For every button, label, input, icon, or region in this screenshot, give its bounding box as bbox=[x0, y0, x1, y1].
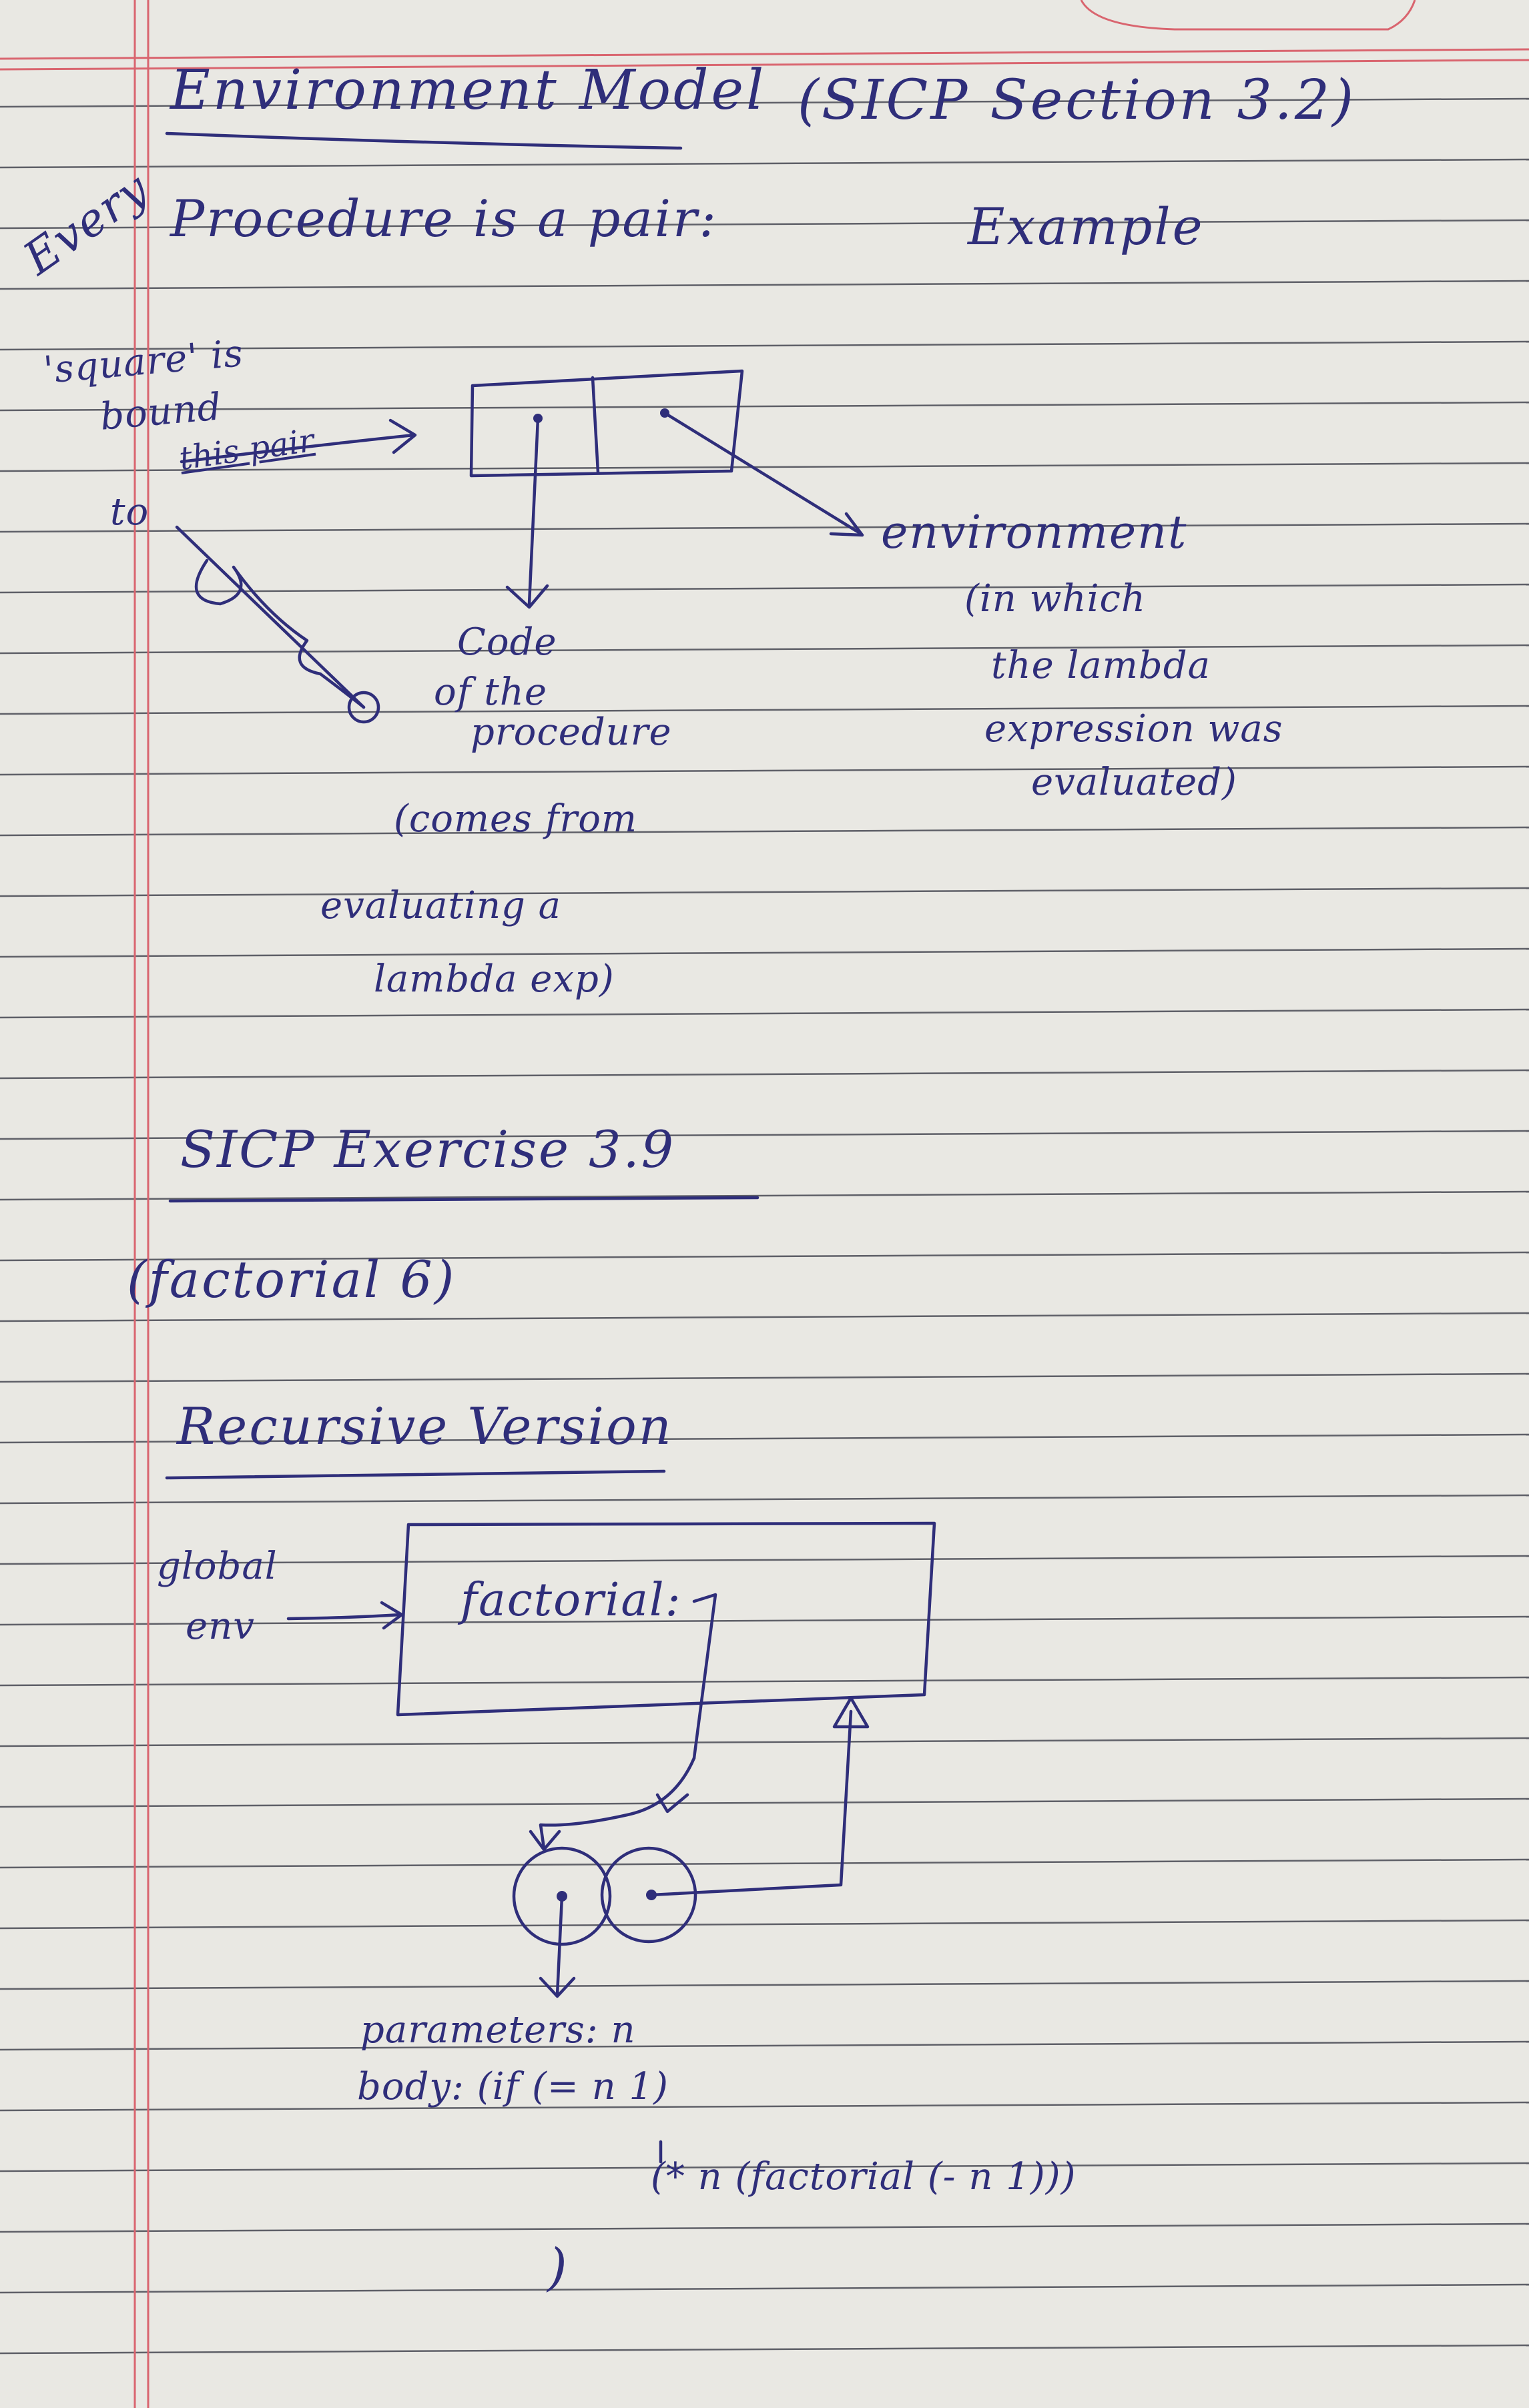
code-label-line2: of the bbox=[434, 671, 547, 714]
subheading-recursive-version: Recursive Version bbox=[177, 1396, 673, 1456]
label-example: Example bbox=[968, 197, 1205, 256]
ruled-line-36 bbox=[0, 2283, 1529, 2294]
ruled-line-2 bbox=[0, 219, 1529, 230]
environment-label-line3: the lambda bbox=[991, 644, 1211, 687]
ruled-line-16 bbox=[0, 1069, 1529, 1080]
ruled-line-10 bbox=[0, 705, 1529, 715]
environment-label-line2: (in which bbox=[964, 577, 1146, 621]
ruled-line-11 bbox=[0, 765, 1529, 776]
ruled-line-14 bbox=[0, 947, 1529, 958]
ruled-line-13 bbox=[0, 887, 1529, 897]
ruled-line-30 bbox=[0, 1919, 1529, 1930]
ruled-line-22 bbox=[0, 1433, 1529, 1444]
header-line-bottom bbox=[0, 59, 1529, 71]
code-label-line5: evaluating a bbox=[320, 884, 562, 927]
code-label-line4: (comes from bbox=[394, 797, 638, 841]
ruled-line-12 bbox=[0, 826, 1529, 837]
factorial-binding: factorial: bbox=[461, 1574, 682, 1627]
ruled-line-5 bbox=[0, 401, 1529, 412]
global-env-label-line1: global bbox=[157, 1545, 278, 1588]
ruled-line-3 bbox=[0, 280, 1529, 290]
ruled-line-21 bbox=[0, 1372, 1529, 1383]
code-label-line3: procedure bbox=[471, 711, 672, 754]
factorial-call: (factorial 6) bbox=[127, 1250, 456, 1309]
body-close-paren: ) bbox=[547, 2237, 569, 2297]
environment-label-line5: evaluated) bbox=[1031, 761, 1237, 804]
ruled-line-31 bbox=[0, 1980, 1529, 1990]
ruled-line-23 bbox=[0, 1494, 1529, 1505]
section-heading-environment-model: Environment Model bbox=[170, 59, 767, 122]
ruled-line-4 bbox=[0, 340, 1529, 351]
ruled-line-37 bbox=[0, 2344, 1529, 2355]
body-label-line2: (* n (factorial (- n 1))) bbox=[651, 2155, 1077, 2198]
environment-label-line4: expression was bbox=[984, 707, 1283, 751]
global-env-label-line2: env bbox=[186, 1605, 255, 1648]
square-label-line2: bound bbox=[98, 385, 224, 439]
section-heading-exercise: SICP Exercise 3.9 bbox=[180, 1120, 676, 1179]
parameters-label: parameters: n bbox=[360, 2008, 636, 2052]
ruled-line-32 bbox=[0, 2040, 1529, 2051]
body-label-line1: body: (if (= n 1) bbox=[357, 2065, 669, 2108]
ruled-line-34 bbox=[0, 2162, 1529, 2172]
statement-procedure-is-pair: Procedure is a pair: bbox=[170, 189, 718, 248]
square-label-line3: to bbox=[110, 490, 149, 534]
ruled-line-17 bbox=[0, 1130, 1529, 1140]
header-line-top bbox=[0, 48, 1529, 60]
ruled-line-19 bbox=[0, 1251, 1529, 1262]
environment-label-line1: environment bbox=[881, 506, 1188, 559]
ruled-line-1 bbox=[0, 158, 1529, 169]
code-label-line6: lambda exp) bbox=[374, 957, 615, 1001]
ruled-line-0 bbox=[0, 97, 1529, 108]
code-label-line1: Code bbox=[457, 621, 557, 664]
page-number-box bbox=[1080, 0, 1416, 31]
ruled-line-15 bbox=[0, 1008, 1529, 1019]
section-reference: (SICP Section 3.2) bbox=[798, 69, 1356, 132]
ruled-line-35 bbox=[0, 2223, 1529, 2233]
ruled-line-33 bbox=[0, 2101, 1529, 2112]
ruled-line-20 bbox=[0, 1312, 1529, 1322]
